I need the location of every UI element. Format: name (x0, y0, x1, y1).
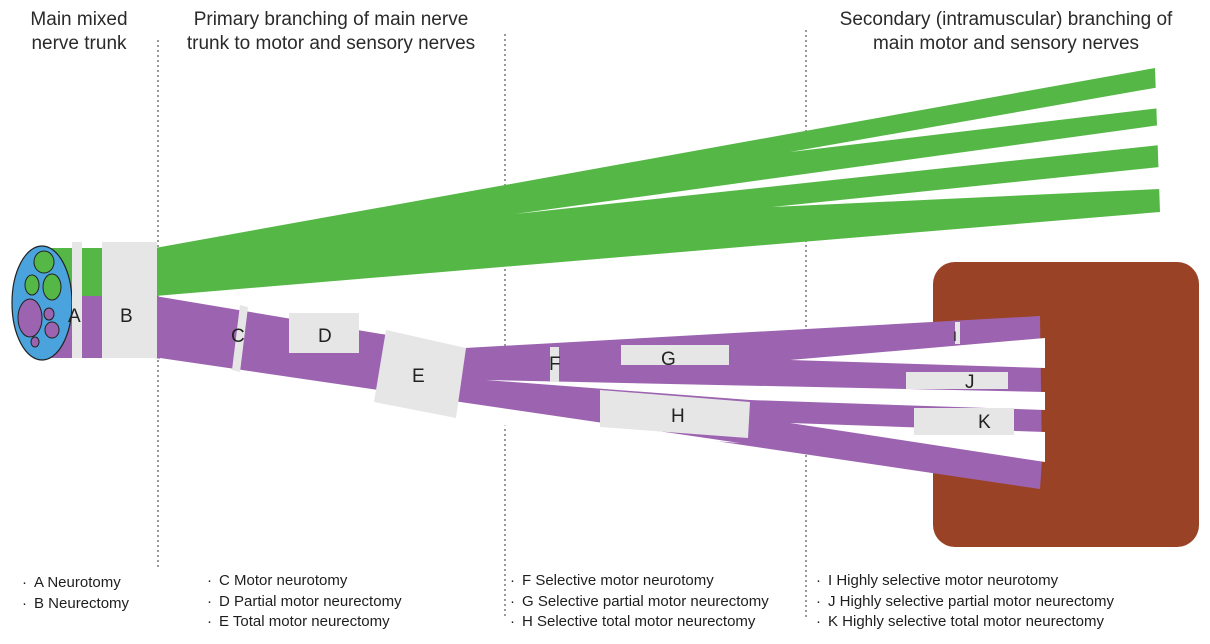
fascicles (17, 250, 62, 348)
resection-marks (72, 242, 1014, 438)
label-K: K (978, 412, 991, 433)
cut-E (374, 330, 466, 418)
legend-item: ·D Partial motor neurectomy (207, 592, 402, 610)
legend-text: J Highly selective partial motor neurect… (828, 592, 1114, 610)
header-primary-line1: Primary branching of main nerve (193, 9, 469, 30)
legend-intramuscular: ·I Highly selective motor neurotomy ·J H… (816, 571, 1114, 633)
sensory-split-gaps (515, 87, 1160, 214)
label-D: D (318, 326, 332, 347)
legend-item: ·F Selective motor neurotomy (510, 572, 714, 589)
legend-primary: ·C Motor neurotomy ·D Partial motor neur… (207, 571, 402, 633)
legend-text: A Neurotomy (34, 574, 121, 591)
label-F: F (549, 354, 561, 375)
legend-item: ·K Highly selective total motor neurecto… (816, 613, 1104, 630)
fascicle-motor-2 (43, 307, 55, 321)
cut-F (550, 347, 559, 382)
legend-text: H Selective total motor neurectomy (522, 613, 756, 630)
legend-text: E Total motor neurectomy (219, 613, 390, 630)
cut-G (621, 345, 729, 365)
motor-trunk-branch (155, 296, 1042, 489)
cut-A (72, 242, 82, 358)
fascicle-sensory-1 (33, 250, 55, 274)
legend-item: ·J Highly selective partial motor neurec… (816, 592, 1114, 610)
fascicle-motor-4 (30, 336, 40, 348)
legend-item: ·I Highly selective motor neurotomy (816, 572, 1059, 589)
legend-text: C Motor neurotomy (219, 572, 348, 589)
header-secondary-branching: Secondary (intramuscular) branching of m… (806, 8, 1206, 56)
legend-text: B Neurectomy (34, 594, 130, 612)
motor-nerve (155, 296, 1042, 489)
header-trunk: Main mixed nerve trunk (0, 8, 158, 56)
legend-text: D Partial motor neurectomy (219, 592, 402, 610)
cut-D (289, 313, 359, 353)
motor-gap-2 (486, 380, 1045, 410)
motor-gap-1 (790, 338, 1045, 368)
cut-I (955, 322, 960, 344)
legend-text: G Selective partial motor neurectomy (522, 592, 769, 610)
sensory-gap-2 (515, 125, 1160, 214)
label-A: A (68, 306, 81, 327)
header-primary-line2: trunk to motor and sensory nerves (186, 33, 476, 54)
label-I: I (953, 328, 957, 344)
legend-text: F Selective motor neurotomy (522, 572, 714, 589)
sensory-nerve (155, 68, 1160, 296)
legend-item: ·G Selective partial motor neurectomy (510, 592, 769, 610)
cut-H (600, 390, 750, 438)
fascicle-sensory-2 (24, 274, 40, 296)
legend-item: ·C Motor neurotomy (207, 572, 348, 589)
label-H: H (671, 406, 685, 427)
sensory-trunk-branch (155, 68, 1160, 296)
legend-item: ·E Total motor neurectomy (207, 613, 390, 630)
label-B: B (120, 306, 133, 327)
header-trunk-line1: Main mixed (30, 9, 128, 30)
legend-text: K Highly selective total motor neurectom… (828, 613, 1104, 630)
cut-K (914, 408, 1014, 435)
fascicle-motor-1 (17, 298, 43, 338)
header-secondary-line1: Secondary (intramuscular) branching of (839, 9, 1173, 30)
sensory-gap-3 (772, 167, 1160, 207)
label-E: E (412, 366, 425, 387)
legend-text: I Highly selective motor neurotomy (828, 572, 1059, 589)
legend-item: ·H Selective total motor neurectomy (510, 613, 756, 630)
label-J: J (965, 372, 975, 393)
sensory-gap-1 (790, 87, 1160, 152)
label-C: C (231, 326, 245, 347)
fascicle-sensory-3 (42, 273, 62, 301)
fascicle-motor-3 (44, 321, 60, 339)
cut-J (906, 372, 1008, 389)
legend-trunk: ·A Neurotomy ·B Neurectomy (22, 573, 129, 614)
legend-item: ·A Neurotomy (22, 574, 121, 591)
label-G: G (661, 349, 676, 370)
header-trunk-line2: nerve trunk (31, 33, 127, 54)
cut-C (232, 305, 248, 372)
header-secondary-line2: main motor and sensory nerves (872, 33, 1140, 54)
cut-B (102, 242, 157, 358)
header-primary-branching: Primary branching of main nerve trunk to… (168, 8, 494, 56)
legend-secondary-motor: ·F Selective motor neurotomy ·G Selectiv… (510, 571, 769, 633)
legend-item: ·B Neurectomy (22, 594, 130, 612)
